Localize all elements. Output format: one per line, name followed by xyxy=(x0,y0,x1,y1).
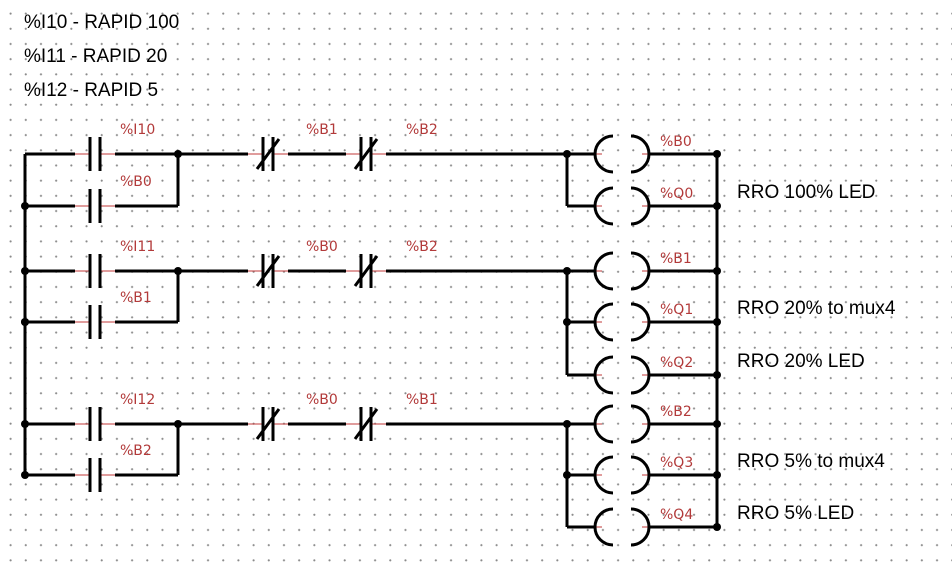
contact-i12 xyxy=(75,407,115,441)
nc-tag-b2: %B2 xyxy=(406,122,438,138)
coil-tag-q2: %Q2 xyxy=(660,355,693,371)
latch-contact-b2 xyxy=(75,458,115,492)
coil-junction xyxy=(563,318,571,326)
contact-tag-i12: %I12 xyxy=(120,392,155,408)
coil-arc-right xyxy=(630,302,651,342)
coil-b0 xyxy=(593,134,651,174)
coil-arc-left xyxy=(593,251,614,291)
contact-slash xyxy=(255,408,281,440)
coil-arc-right xyxy=(630,355,651,395)
coil-note-q0: RRO 100% LED xyxy=(737,182,875,203)
nc-tag-b1: %B1 xyxy=(306,122,338,138)
coil-q1 xyxy=(593,302,651,342)
coil-junction xyxy=(563,471,571,479)
coil-arc-right xyxy=(630,455,651,495)
contact-slash xyxy=(353,138,379,170)
coil-note-q1: RRO 20% to mux4 xyxy=(737,298,896,319)
coil-q4 xyxy=(593,507,651,547)
contact-i11 xyxy=(75,254,115,288)
coil-arc-left xyxy=(593,404,614,444)
nc-contact-b1 xyxy=(346,407,386,441)
coil-arc-left xyxy=(593,455,614,495)
coil-tag-b0: %B0 xyxy=(660,134,692,150)
nc-tag-b0: %B0 xyxy=(306,392,338,408)
legend-line-rapid-5: %I12 - RAPID 5 xyxy=(24,80,159,101)
nc-tag-b1: %B1 xyxy=(406,392,438,408)
coil-q3 xyxy=(593,455,651,495)
latch-tag-b2: %B2 xyxy=(120,443,152,459)
coil-arc-left xyxy=(593,355,614,395)
contact-tag-i10: %I10 xyxy=(120,122,155,138)
latch-contact-b0 xyxy=(75,189,115,223)
latch-contact-b1 xyxy=(75,305,115,339)
coil-arc-right xyxy=(630,134,651,174)
coil-note-q2: RRO 20% LED xyxy=(737,351,865,372)
coil-arc-left xyxy=(593,302,614,342)
nc-tag-b2: %B2 xyxy=(406,239,438,255)
contact-tag-i11: %I11 xyxy=(120,239,155,255)
contact-slash xyxy=(255,138,281,170)
legend-line-rapid-100: %I10 - RAPID 100 xyxy=(24,12,180,33)
rung-5: %I12 %B2 %B0 %B1 %B2 %Q3 RRO 5% to mux4 %Q4 RRO … xyxy=(21,392,885,547)
rail-junction xyxy=(713,471,721,479)
rung-20: %I11 %B1 %B0 %B2 %B1 %Q1 RRO 20% to mux4 %Q2 RRO… xyxy=(21,239,896,424)
coil-tag-q0: %Q0 xyxy=(660,186,693,202)
legend-line-rapid-20: %I11 - RAPID 20 xyxy=(24,46,168,67)
coil-arc-right xyxy=(630,507,651,547)
coil-arc-right xyxy=(630,404,651,444)
coil-arc-right xyxy=(630,251,651,291)
coil-q0 xyxy=(593,186,651,226)
latch-tag-b1: %B1 xyxy=(120,290,152,306)
rail-junction xyxy=(713,318,721,326)
contact-slash xyxy=(255,255,281,287)
rail-junction xyxy=(713,150,721,158)
contact-slash xyxy=(353,255,379,287)
coil-arc-right xyxy=(630,186,651,226)
nc-tag-b0: %B0 xyxy=(306,239,338,255)
coil-b1 xyxy=(593,251,651,291)
coil-q2 xyxy=(593,355,651,395)
nc-contact-b1 xyxy=(248,137,288,171)
coil-note-q4: RRO 5% LED xyxy=(737,503,854,524)
coil-arc-left xyxy=(593,134,614,174)
latch-tag-b0: %B0 xyxy=(120,174,152,190)
contact-slash xyxy=(353,408,379,440)
coil-tag-q4: %Q4 xyxy=(660,507,693,523)
nc-contact-b2 xyxy=(346,254,386,288)
nc-contact-b0 xyxy=(248,254,288,288)
coil-arc-left xyxy=(593,507,614,547)
coil-tag-b2: %B2 xyxy=(660,404,692,420)
coil-tag-b1: %B1 xyxy=(660,251,692,267)
rail-junction xyxy=(713,523,721,531)
coil-note-q3: RRO 5% to mux4 xyxy=(737,451,885,472)
contact-i10 xyxy=(75,137,115,171)
nc-contact-b2 xyxy=(346,137,386,171)
coil-b2 xyxy=(593,404,651,444)
coil-tag-q3: %Q3 xyxy=(660,455,693,471)
nc-contact-b0 xyxy=(248,407,288,441)
coil-tag-q1: %Q1 xyxy=(660,302,693,318)
rung-100: %I10 %B0 %B1 %B2 %B0 %Q0 RRO 100% LED xyxy=(21,122,875,271)
coil-arc-left xyxy=(593,186,614,226)
